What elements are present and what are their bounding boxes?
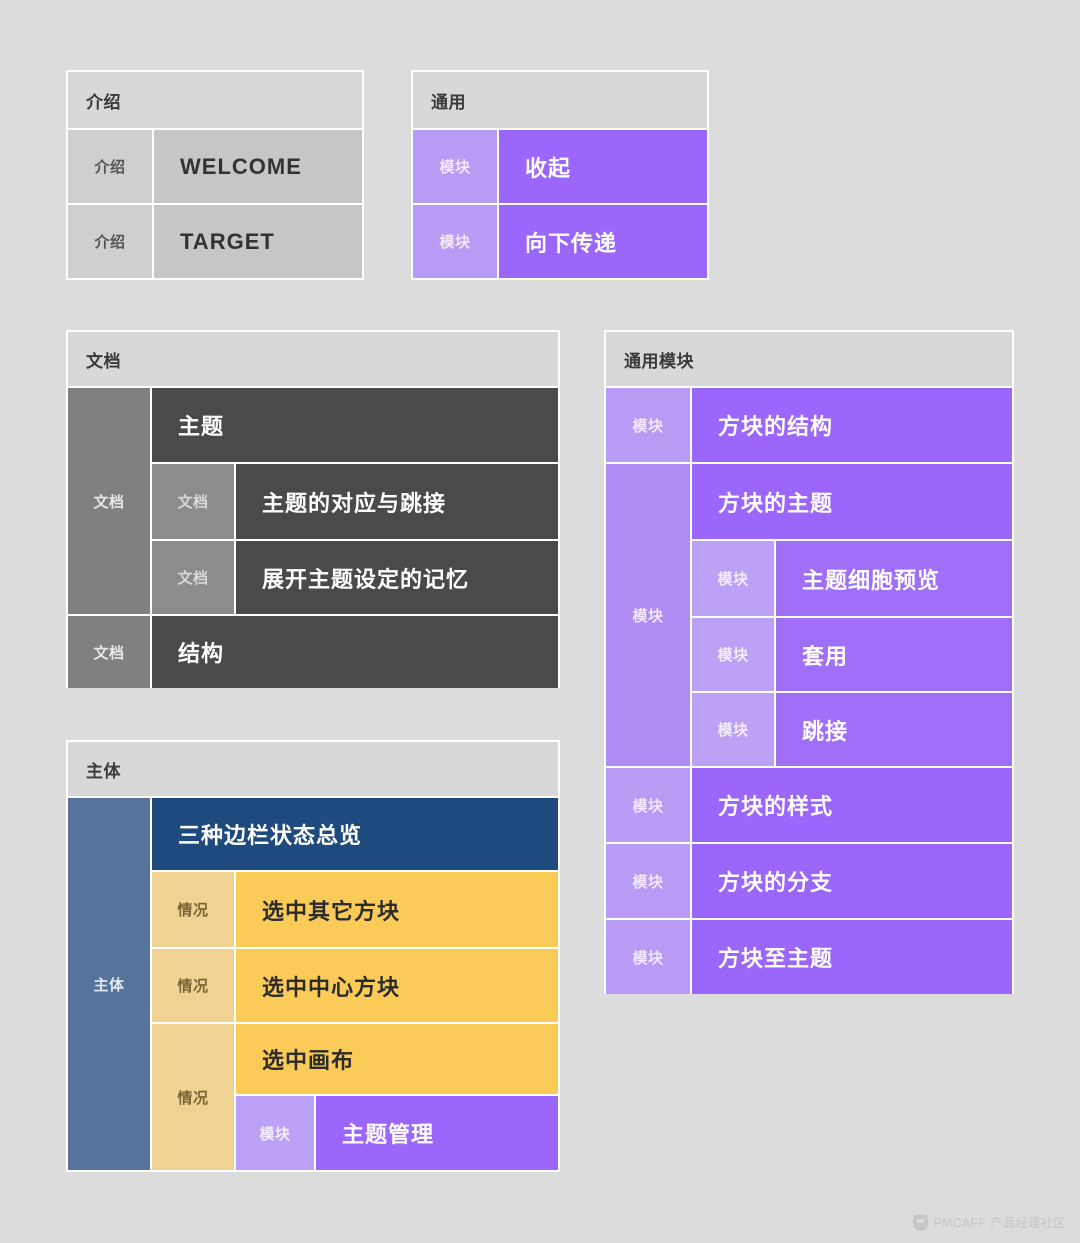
list-item[interactable]: 情况 选中中心方块 (152, 947, 558, 1022)
list-item[interactable]: 模块 方块至主题 (606, 918, 1012, 994)
block-intro-header: 介绍 (68, 72, 362, 128)
row-leaf-label: 主题细胞预览 (776, 541, 1012, 616)
row-spine-label: 模块 (236, 1096, 316, 1170)
document-spine-label: 文档 (68, 388, 152, 614)
row-spine-label: 情况 (152, 949, 236, 1022)
block-document-header: 文档 (68, 332, 558, 386)
row-spine-label: 模块 (606, 388, 692, 462)
row-spine-label: 情况 (152, 1024, 236, 1170)
document-group: 主题 文档 主题的对应与跳接 文档 展开主题设定的记忆 (152, 388, 558, 614)
row-spine-label: 文档 (68, 616, 152, 688)
list-item[interactable]: 模块 收起 (413, 128, 707, 203)
block-body: 主体 主体 三种边栏状态总览 情况 选中其它方块 情况 选中中心方块 情况 选中… (66, 740, 560, 1172)
watermark-text: PMCAFF 产品经理社区 (933, 1216, 1066, 1230)
block-body-header: 主体 (68, 742, 558, 796)
row-leaf-label: 结构 (152, 616, 558, 688)
row-spine-label: 模块 (606, 464, 692, 766)
list-item[interactable]: 模块 主题细胞预览 (692, 541, 1012, 616)
common-modules-group-row[interactable]: 模块 方块的主题 模块 主题细胞预览 模块 套用 模块 跳接 (606, 462, 1012, 766)
list-item[interactable]: 文档 结构 (68, 614, 558, 688)
row-leaf-label: 套用 (776, 618, 1012, 691)
row-leaf-label[interactable]: 方块的主题 (692, 464, 1012, 541)
document-group-leaf[interactable]: 主题 (152, 388, 558, 464)
row-spine-label: 模块 (692, 618, 776, 691)
list-item[interactable]: 情况 选中其它方块 (152, 872, 558, 947)
body-spine-label: 主体 (68, 798, 152, 1170)
watermark: PMCAFF 产品经理社区 (912, 1214, 1066, 1231)
row-leaf-label: WELCOME (154, 130, 362, 203)
case-canvas-group: 选中画布 模块 主题管理 (236, 1024, 558, 1170)
row-spine-label: 模块 (692, 693, 776, 766)
block-common-rows: 模块 收起 模块 向下传递 (413, 128, 707, 278)
document-main-row[interactable]: 文档 主题 文档 主题的对应与跳接 文档 展开主题设定的记忆 (68, 386, 558, 614)
common-modules-group: 方块的主题 模块 主题细胞预览 模块 套用 模块 跳接 (692, 464, 1012, 766)
list-item[interactable]: 文档 主题的对应与跳接 (152, 464, 558, 539)
block-common: 通用 模块 收起 模块 向下传递 (411, 70, 709, 280)
row-spine-label: 介绍 (68, 205, 154, 278)
row-leaf-label: 方块的结构 (692, 388, 1012, 462)
row-leaf-label: 向下传递 (499, 205, 707, 278)
row-spine-label: 模块 (606, 920, 692, 994)
row-spine-label: 文档 (152, 464, 236, 539)
block-intro: 介绍 介绍 WELCOME 介绍 TARGET (66, 70, 364, 280)
row-spine-label: 模块 (413, 130, 499, 203)
block-intro-rows: 介绍 WELCOME 介绍 TARGET (68, 128, 362, 278)
list-item[interactable]: 文档 展开主题设定的记忆 (152, 539, 558, 614)
row-leaf-label: 方块的样式 (692, 768, 1012, 842)
row-spine-label: 模块 (692, 541, 776, 616)
list-item[interactable]: 模块 套用 (692, 616, 1012, 691)
row-leaf-label[interactable]: 选中画布 (236, 1024, 558, 1096)
block-common-modules: 通用模块 模块 方块的结构 模块 方块的主题 模块 主题细胞预览 模块 套用 模… (604, 330, 1014, 994)
shield-icon (912, 1214, 928, 1231)
row-leaf-label: 展开主题设定的记忆 (236, 541, 558, 614)
list-item[interactable]: 模块 主题管理 (236, 1096, 558, 1170)
row-spine-label: 模块 (413, 205, 499, 278)
list-item[interactable]: 模块 方块的样式 (606, 766, 1012, 842)
list-item[interactable]: 介绍 TARGET (68, 203, 362, 278)
block-common-header: 通用 (413, 72, 707, 128)
list-item[interactable]: 介绍 WELCOME (68, 128, 362, 203)
row-leaf-label: 收起 (499, 130, 707, 203)
body-cases: 三种边栏状态总览 情况 选中其它方块 情况 选中中心方块 情况 选中画布 模块 (152, 798, 558, 1170)
row-spine-label: 模块 (606, 768, 692, 842)
list-item[interactable]: 模块 向下传递 (413, 203, 707, 278)
list-item[interactable]: 模块 跳接 (692, 691, 1012, 766)
list-item[interactable]: 情况 选中画布 模块 主题管理 (152, 1022, 558, 1170)
row-spine-label: 介绍 (68, 130, 154, 203)
row-leaf-label: 方块的分支 (692, 844, 1012, 918)
row-spine-label: 模块 (606, 844, 692, 918)
body-main-row[interactable]: 主体 三种边栏状态总览 情况 选中其它方块 情况 选中中心方块 情况 选中画布 (68, 796, 558, 1170)
row-leaf-label: 跳接 (776, 693, 1012, 766)
row-spine-label: 情况 (152, 872, 236, 947)
block-document: 文档 文档 主题 文档 主题的对应与跳接 文档 展开主题设定的记忆 文档 结构 (66, 330, 560, 688)
row-leaf-label: 主题管理 (316, 1096, 558, 1170)
list-item[interactable]: 模块 方块的结构 (606, 386, 1012, 462)
row-leaf-label: 主题的对应与跳接 (236, 464, 558, 539)
body-overview-leaf[interactable]: 三种边栏状态总览 (152, 798, 558, 872)
row-leaf-label: 选中中心方块 (236, 949, 558, 1022)
list-item[interactable]: 模块 方块的分支 (606, 842, 1012, 918)
row-leaf-label: 选中其它方块 (236, 872, 558, 947)
block-common-modules-header: 通用模块 (606, 332, 1012, 386)
row-leaf-label: TARGET (154, 205, 362, 278)
row-spine-label: 文档 (152, 541, 236, 614)
row-leaf-label: 方块至主题 (692, 920, 1012, 994)
